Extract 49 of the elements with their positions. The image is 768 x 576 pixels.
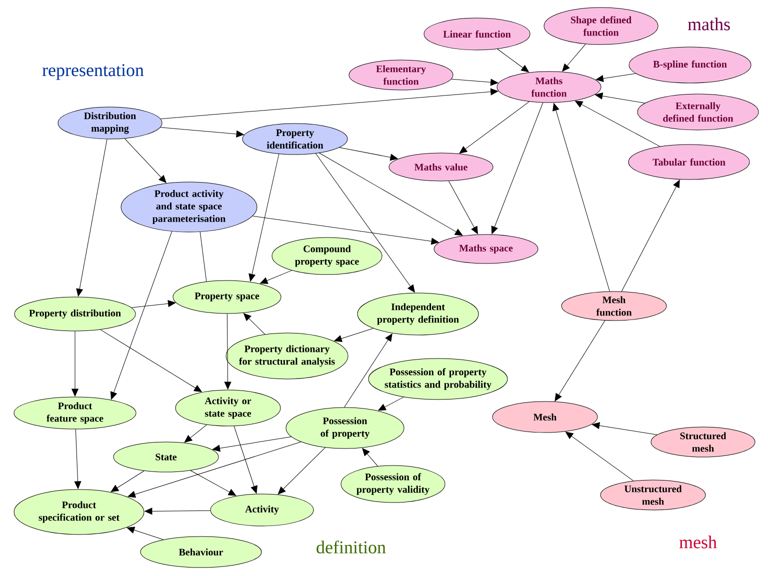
arrow [234,426,258,494]
arrow [497,48,529,72]
arrow [621,180,680,292]
arrow [131,300,176,308]
arrow [224,314,232,390]
arrow [260,270,292,284]
arrow [448,180,478,234]
arrow [552,103,610,292]
arrow [184,424,208,443]
arrow [74,429,82,489]
arrow [319,152,463,236]
arrow [110,231,172,400]
arrow [126,526,164,540]
arrow [565,432,634,482]
arrow [562,44,586,72]
section-label: maths [688,18,730,30]
section-label: representation [42,64,144,80]
arrow [72,331,78,396]
arrow [278,447,326,494]
arrow [334,328,374,342]
arrow [491,102,544,234]
arrow [596,73,636,82]
arrow [252,216,439,245]
arrow [339,147,398,161]
arrow [212,436,292,452]
arrow [243,313,266,335]
connector-line [200,232,207,282]
arrow [554,320,606,402]
arrow [315,153,415,293]
section-label: definition [316,540,386,554]
arrow [344,334,392,408]
arrow [595,92,646,104]
arrow [76,138,108,296]
arrow [190,470,236,496]
arrow [100,329,202,392]
arrow [124,138,166,183]
arrow [144,508,211,515]
arrow [451,78,498,86]
arrow [574,100,660,147]
arrow [160,127,244,138]
arrow [160,88,498,120]
arrow [459,101,530,154]
section-label: mesh [679,536,717,548]
arrow [110,470,144,492]
arrow [592,422,658,435]
arrow [362,448,378,466]
arrow [128,442,302,498]
arrow [378,396,404,411]
arrow [248,154,280,282]
